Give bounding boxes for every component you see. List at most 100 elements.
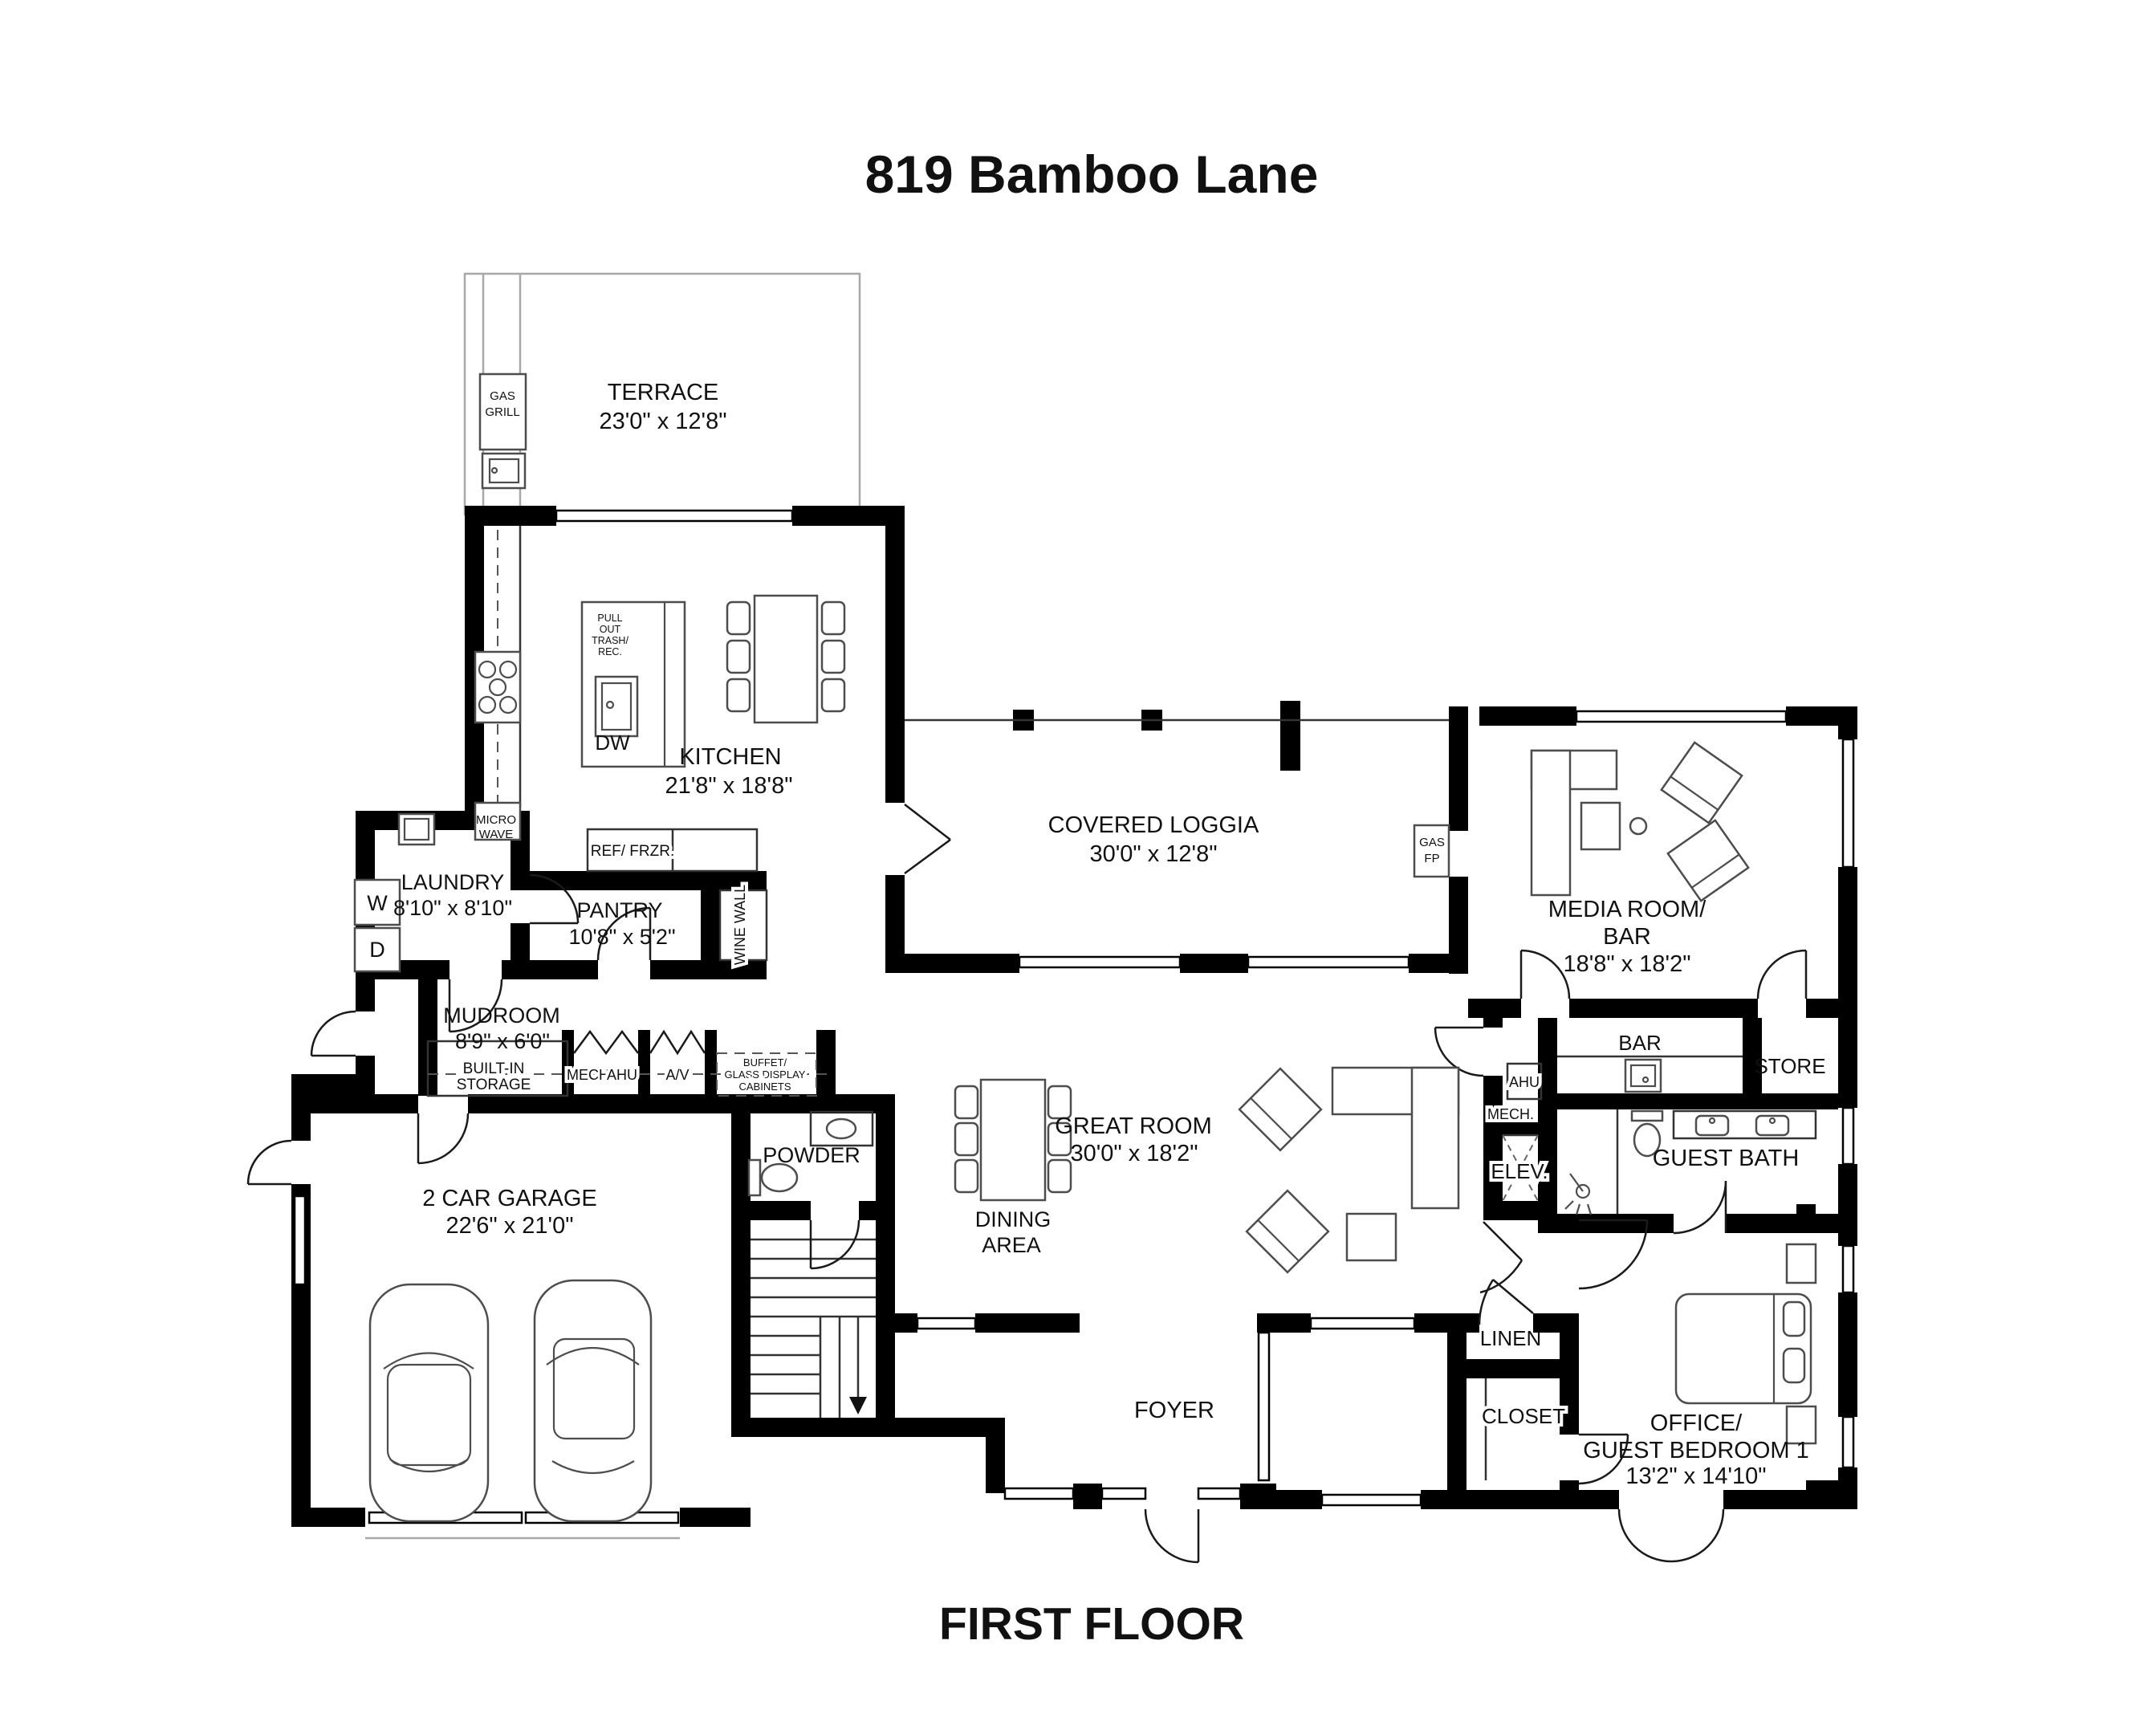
vanity-counter bbox=[1672, 1109, 1817, 1140]
garage-label: 2 CAR GARAGE bbox=[422, 1186, 597, 1211]
office-label: OFFICE/ bbox=[1650, 1410, 1743, 1436]
toilet-bowl bbox=[760, 1162, 799, 1193]
media-room-label: BAR bbox=[1603, 924, 1651, 950]
pillow bbox=[1782, 1347, 1806, 1384]
ahu-box bbox=[1506, 1062, 1543, 1101]
microwave-box bbox=[474, 801, 522, 841]
pull-out-label: TRASH/ bbox=[592, 635, 628, 646]
microwave-label: WAVE bbox=[479, 828, 514, 841]
kitchen-label: KITCHEN bbox=[679, 744, 781, 770]
dryer-label: D bbox=[369, 938, 385, 962]
mech-left-label: MECH. bbox=[567, 1067, 613, 1083]
media-chair bbox=[1666, 819, 1750, 902]
car-icon bbox=[533, 1279, 653, 1523]
mudroom-dims: 8'9" x 6'0" bbox=[455, 1029, 550, 1053]
powder-label: POWDER bbox=[763, 1143, 860, 1167]
media-chair bbox=[1660, 741, 1743, 824]
shower-head-icon bbox=[1564, 1173, 1593, 1215]
office-dims: 13'2" x 14'10" bbox=[1625, 1463, 1766, 1489]
bed bbox=[1674, 1292, 1812, 1405]
gas-fp-label: FP bbox=[1424, 852, 1439, 865]
linen-label: LINEN bbox=[1480, 1326, 1542, 1350]
pull-out-label: REC. bbox=[598, 646, 622, 657]
laundry-dims: 8'10" x 8'10" bbox=[393, 896, 512, 920]
chair bbox=[726, 600, 751, 636]
av-label: A/V bbox=[665, 1067, 689, 1083]
ref-frzr-label: REF/ FRZR. bbox=[591, 843, 675, 860]
media-room-dims: 18'8" x 18'2" bbox=[1563, 951, 1690, 977]
toilet-tank bbox=[1630, 1109, 1664, 1122]
chair bbox=[726, 678, 751, 713]
gas-grill-icon bbox=[478, 372, 527, 451]
chair bbox=[1047, 1085, 1072, 1120]
plan-title: 819 Bamboo Lane bbox=[865, 144, 1319, 204]
bath-sink bbox=[1694, 1114, 1730, 1137]
kitchen-dims: 21'8" x 18'8" bbox=[665, 773, 792, 799]
walls bbox=[291, 506, 1857, 1527]
buffet-label: CABINETS bbox=[738, 1081, 791, 1093]
buffet-label: GLASS DISPLAY bbox=[725, 1068, 806, 1081]
dryer-box bbox=[353, 926, 401, 973]
gas-fireplace-box bbox=[1413, 824, 1450, 878]
terrace-label: TERRACE bbox=[608, 380, 719, 405]
chair bbox=[820, 678, 846, 713]
floor-label: FIRST FLOOR bbox=[939, 1598, 1244, 1650]
pantry-label: PANTRY bbox=[576, 898, 662, 922]
nightstand bbox=[1785, 1243, 1817, 1284]
bath-sink bbox=[1755, 1114, 1790, 1137]
chair bbox=[954, 1121, 979, 1157]
doors bbox=[246, 804, 1808, 1564]
foyer-label: FOYER bbox=[1134, 1398, 1214, 1423]
elev-label: ELEV. bbox=[1491, 1159, 1548, 1183]
dining-table bbox=[979, 1078, 1047, 1202]
guest-bath-label: GUEST BATH bbox=[1653, 1146, 1800, 1171]
loggia-label: COVERED LOGGIA bbox=[1048, 812, 1259, 838]
lounge-chair bbox=[1245, 1189, 1330, 1274]
buffet-label: BUFFET/ bbox=[743, 1056, 787, 1068]
washer-label: W bbox=[367, 891, 388, 915]
gas-fp-label: GAS bbox=[1419, 836, 1445, 849]
chair bbox=[820, 600, 846, 636]
chair bbox=[954, 1085, 979, 1120]
chair bbox=[1047, 1158, 1072, 1194]
pull-out-label: OUT bbox=[600, 624, 621, 635]
washer-box bbox=[353, 878, 401, 926]
wine-wall-cabinet bbox=[718, 889, 768, 962]
store-label: STORE bbox=[1754, 1054, 1825, 1078]
furniture bbox=[353, 594, 1817, 1523]
chair bbox=[1047, 1121, 1072, 1157]
built-in-label: BUILT-IN bbox=[463, 1060, 525, 1077]
lounge-chair bbox=[1238, 1067, 1323, 1152]
ottoman bbox=[1345, 1212, 1397, 1262]
loggia-dims: 30'0" x 12'8" bbox=[1089, 841, 1217, 867]
bar-label: BAR bbox=[1618, 1031, 1661, 1055]
pillow bbox=[1782, 1300, 1806, 1337]
great-room-dims: 30'0" x 18'2" bbox=[1070, 1141, 1198, 1166]
microwave-label: MICRO bbox=[476, 813, 516, 827]
gas-grill-label: GAS bbox=[490, 389, 515, 403]
wine-wall-label: WINE WALL bbox=[732, 885, 748, 965]
office-label: GUEST BEDROOM 1 bbox=[1583, 1438, 1808, 1463]
ahu-right-label: AHU bbox=[1509, 1074, 1540, 1090]
toilet-tank bbox=[747, 1158, 762, 1197]
laundry-label: LAUNDRY bbox=[401, 870, 505, 894]
dining-area-label: DINING bbox=[975, 1207, 1052, 1231]
dw-label: DW bbox=[595, 731, 630, 755]
terrace-dims: 23'0" x 12'8" bbox=[599, 409, 726, 434]
nightstand bbox=[1785, 1405, 1817, 1445]
garage-dims: 22'6" x 21'0" bbox=[445, 1213, 573, 1239]
side-table bbox=[1629, 816, 1648, 836]
elevator-x bbox=[1502, 1134, 1539, 1202]
staircase bbox=[751, 1238, 876, 1418]
pantry-dims: 10'8" x 5'2" bbox=[568, 925, 675, 949]
built-in-storage-box bbox=[426, 1040, 569, 1097]
powder-vanity bbox=[809, 1110, 874, 1147]
toilet-bowl bbox=[1633, 1122, 1662, 1158]
car-icon bbox=[368, 1283, 490, 1523]
built-in-label: STORAGE bbox=[457, 1077, 531, 1093]
ahu-left-label: AHU bbox=[607, 1067, 637, 1083]
pull-out-label: PULL bbox=[597, 613, 622, 624]
media-sofa bbox=[1530, 749, 1572, 897]
sectional-sofa bbox=[1410, 1066, 1460, 1210]
